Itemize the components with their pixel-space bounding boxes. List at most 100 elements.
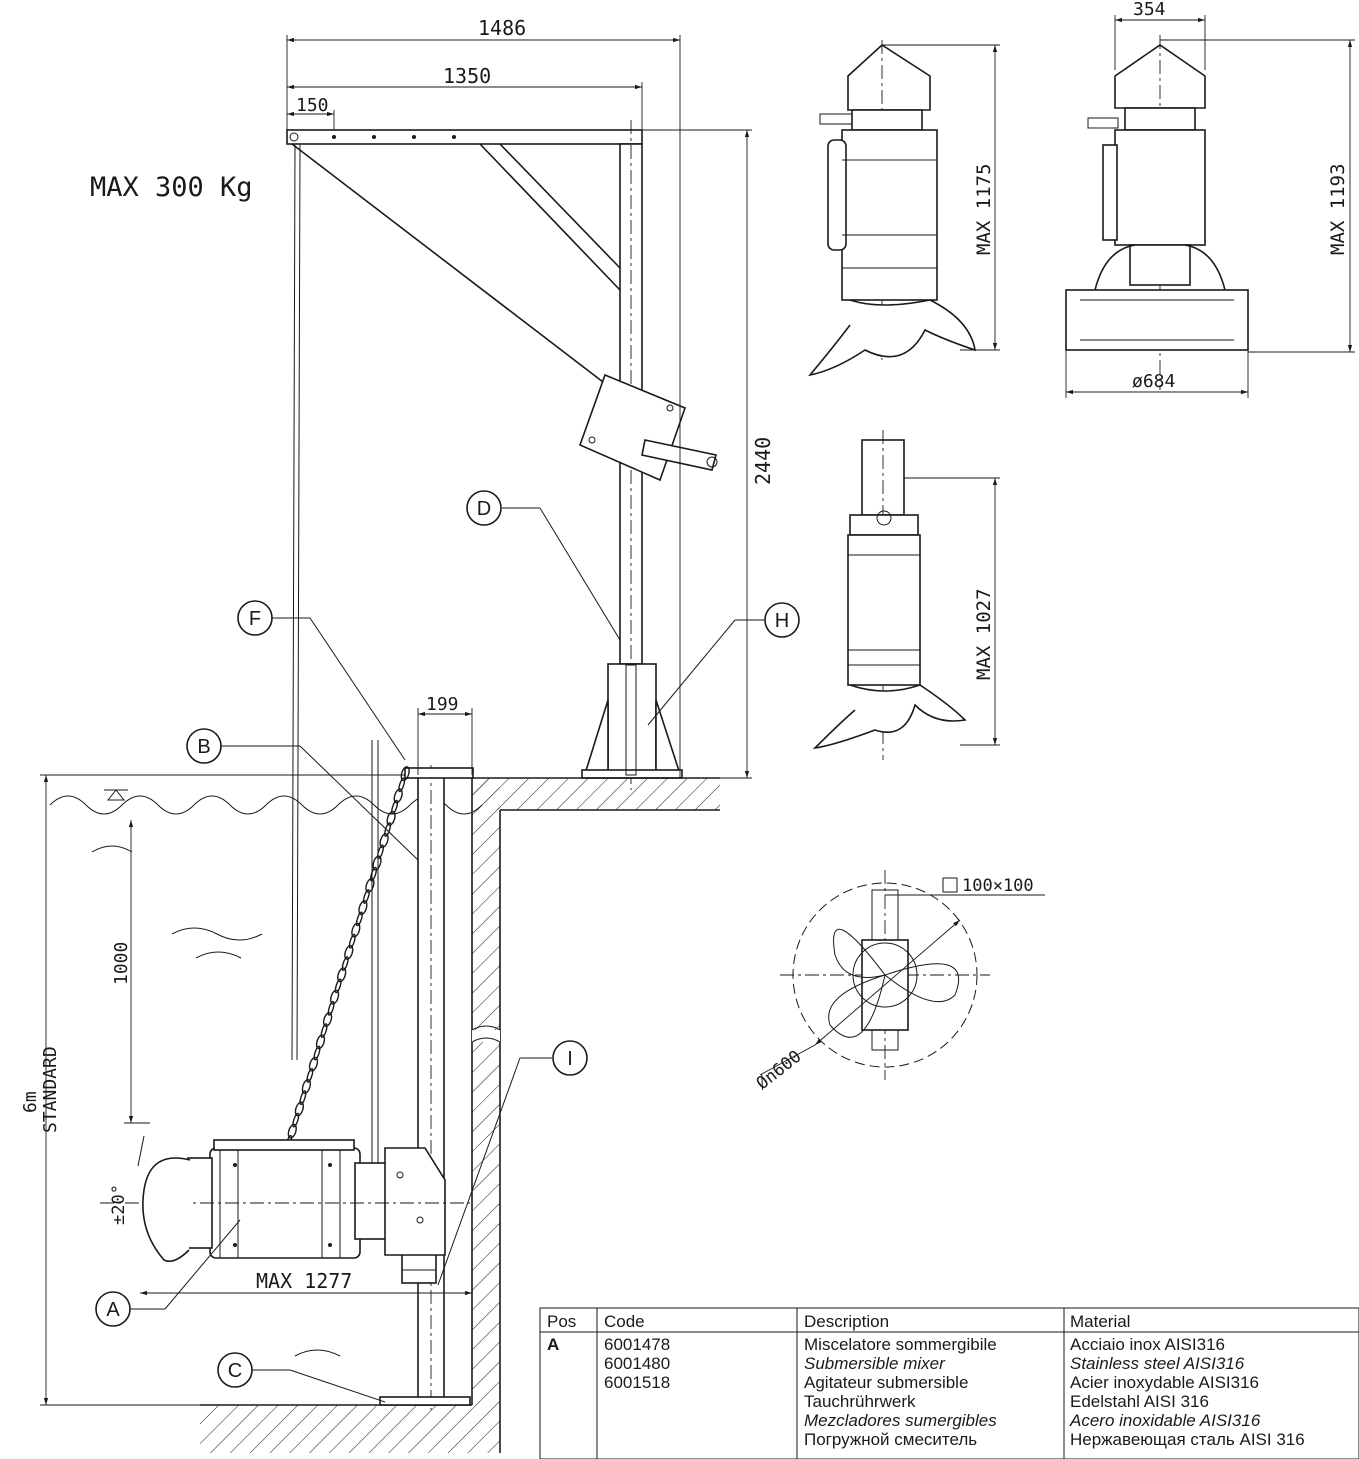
chain-link [358,900,368,916]
chain-link [393,788,403,804]
mixer-view-side [812,430,967,760]
jib-crane [286,120,718,1061]
depth-label-standard: STANDARD [40,1046,61,1133]
callout-h: H [764,602,800,638]
mixer-view-front [807,40,977,377]
table-cell-description: Agitateur submersible [804,1373,968,1392]
chain-link [334,978,342,994]
chain-link [351,922,361,938]
tilt-angle: ±20° [109,1184,129,1225]
svg-text:F: F [249,608,261,630]
dim-1350: 1350 [443,64,491,88]
svg-text:B: B [197,736,210,758]
guide-pole [371,740,474,1410]
chain-link [301,1079,312,1094]
dim-150: 150 [296,95,329,116]
svg-text:C: C [228,1360,242,1382]
chain-link [322,1012,333,1027]
dim-199: 199 [426,694,459,715]
dim-684: ø684 [1132,371,1175,392]
chain-link [313,1045,321,1061]
callout-i: I [552,1040,588,1076]
dim-max-1175: MAX 1175 [973,163,995,255]
chain-link [386,810,396,826]
chain-link [308,1056,319,1072]
callout-f: F [237,600,273,636]
callout-leaders [130,507,765,1403]
chain-link [341,956,349,972]
chain-link [344,944,354,960]
svg-text:A: A [106,1299,120,1321]
chain-link [348,933,356,949]
table-cell-material: Edelstahl AISI 316 [1070,1392,1209,1411]
table-cell-description: Mezcladores sumergibles [804,1411,997,1430]
callout-b: B [186,728,222,764]
chain-link [329,989,340,1005]
dim-354: 354 [1133,0,1166,20]
chain-link [362,889,370,904]
dim-max-1193: MAX 1193 [1327,163,1349,255]
table-cell-code: 6001518 [604,1373,670,1392]
chain-link [287,1123,297,1139]
table-cell-material: Acier inoxydable AISI316 [1070,1373,1259,1392]
callout-c: D [466,490,502,526]
dim-max-1277: MAX 1277 [256,1269,352,1293]
square-icon [942,877,958,893]
chain-link [391,799,399,815]
chain-link [376,844,385,860]
dim-100x100: 100×100 [962,876,1034,896]
table-cell-code: 6001478 [604,1335,670,1354]
chain-link [315,1034,326,1050]
lifting-chain [285,766,410,1150]
dim-1486: 1486 [478,16,526,40]
table-header-pos: Pos [547,1312,576,1331]
chain-link [292,1112,300,1128]
chain-link [327,1000,335,1016]
chain-link [355,911,363,927]
chain-link [320,1023,328,1039]
dimension-texts: 1486 1350 150 MAX 300 Kg 2440 199 6m STA… [20,0,1349,1293]
chain-link [398,777,406,793]
table-cell-pos: A [547,1335,559,1354]
table-cell-code: 6001480 [604,1354,670,1373]
chain-link [400,766,410,782]
svg-text:I: I [567,1048,573,1070]
dim-2440: 2440 [751,437,775,485]
pool-structure [200,777,720,1453]
parts-table: Pos Code Description Material A 6001478 … [539,1307,1359,1459]
propeller-top-view [780,870,990,1080]
chain-link [379,833,389,849]
mixer-side-view [100,1135,470,1263]
table-cell-description: Погружной смеситель [804,1430,977,1449]
water-surface [49,789,483,1357]
chain-link [299,1090,307,1106]
dim-1000: 1000 [111,942,132,985]
depth-label-6m: 6m [20,1091,41,1113]
table-cell-description: Submersible mixer [804,1354,946,1373]
svg-text:H: H [775,610,789,632]
table-cell-description: Tauchrührwerk [804,1392,916,1411]
dim-max-1027: MAX 1027 [973,588,995,680]
table-cell-material: Acciaio inox AISI316 [1070,1335,1225,1354]
max-load-label: MAX 300 Kg [90,172,253,203]
table-header-material: Material [1070,1312,1130,1331]
table-cell-material: Нержавеющая сталь AISI 316 [1070,1430,1305,1449]
chain-link [294,1101,305,1117]
callout-a: A [95,1291,131,1327]
table-header-code: Code [604,1312,645,1331]
chain-link [372,855,382,871]
svg-text:D: D [477,498,491,520]
dim-phi600: Øn600 [753,1047,806,1094]
table-header-description: Description [804,1312,889,1331]
table-cell-description: Miscelatore sommergibile [804,1335,997,1354]
chain-link [306,1067,314,1083]
chain-link [337,967,347,983]
chain-link [369,866,378,882]
callout-d: C [217,1352,253,1388]
dimension-lines [40,15,1355,1406]
mixer-view-with-ring [1065,35,1249,390]
table-cell-material: Acero inoxidable AISI316 [1069,1411,1261,1430]
table-cell-material: Stainless steel AISI316 [1070,1354,1245,1373]
chain-link [365,877,375,893]
